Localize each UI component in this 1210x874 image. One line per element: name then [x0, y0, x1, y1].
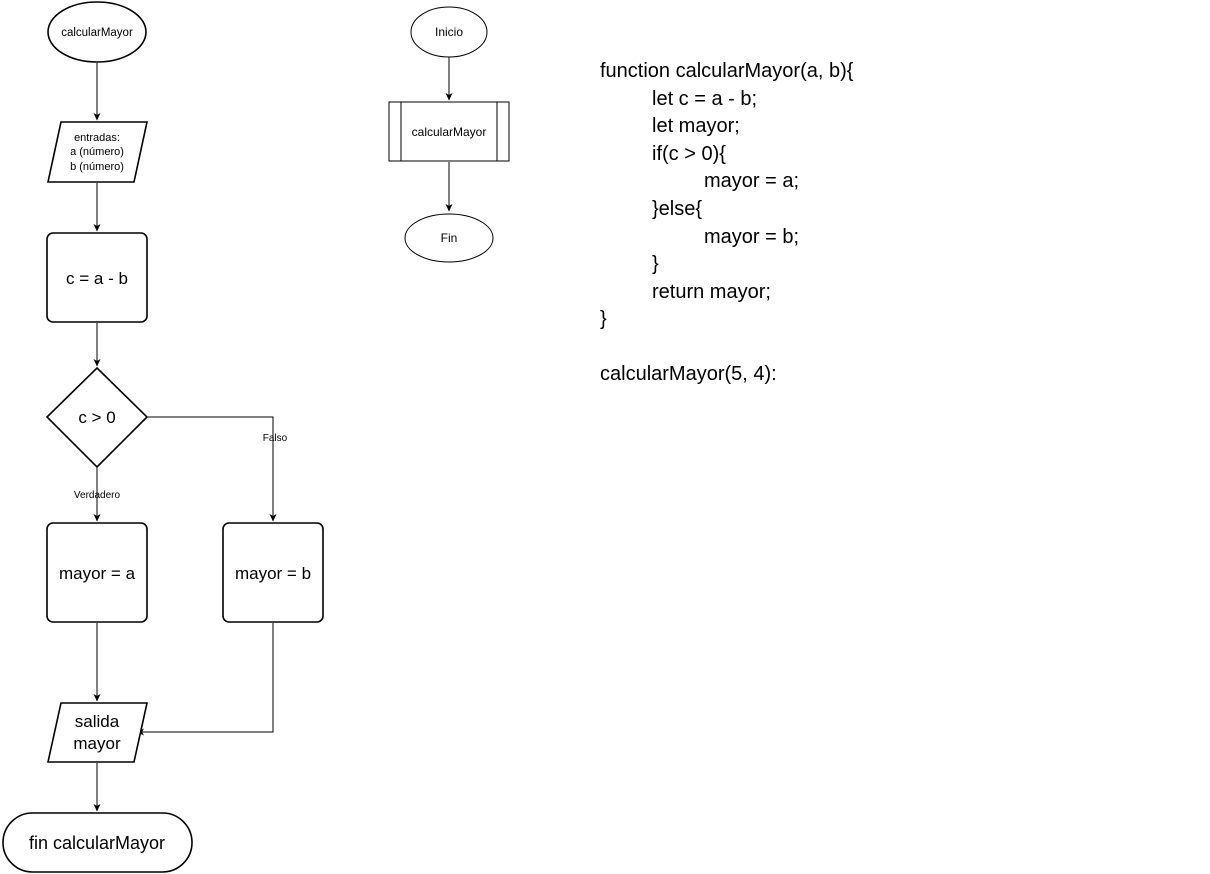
input-label-line2: a (número) — [70, 146, 124, 158]
main-flowchart: Inicio calcularMayor Fin — [388, 6, 510, 263]
inicio-terminator-label: Inicio — [435, 25, 463, 39]
output-parallelogram — [47, 702, 148, 763]
process-compute-c — [46, 232, 148, 323]
edge-assign-b-to-output — [136, 623, 274, 736]
subprocess-label: calcularMayor — [412, 125, 487, 139]
input-label-line3: b (número) — [70, 161, 124, 173]
code-block: function calcularMayor(a, b){ let c = a … — [600, 58, 853, 334]
output-label-line2: mayor — [73, 734, 121, 753]
process-assign-a-label: mayor = a — [59, 564, 136, 583]
calcular-mayor-flowchart: calcularMayor entradas: a (número) b (nú… — [2, 1, 324, 873]
process-assign-a — [46, 522, 148, 623]
code-line-function-signature: function calcularMayor(a, b){ — [600, 60, 854, 82]
code-line-else: }else{ — [652, 197, 703, 220]
fin-terminator-label: Fin — [441, 231, 458, 245]
code-line-assign-b: mayor = b; — [704, 225, 800, 248]
inicio-terminator — [410, 6, 488, 58]
decision-diamond — [45, 366, 149, 469]
end-terminator-label: fin calcularMayor — [29, 833, 165, 853]
input-label-line1: entradas: — [74, 132, 120, 144]
code-line-close-if: } — [652, 253, 659, 276]
code-line-return: return mayor; — [652, 280, 771, 303]
code-line-if: if(c > 0){ — [652, 142, 726, 165]
fin-terminator — [404, 213, 494, 263]
start-terminator — [47, 1, 147, 63]
true-branch-label: Verdadero — [74, 490, 121, 501]
input-parallelogram — [47, 121, 148, 183]
end-terminator — [2, 812, 193, 873]
start-terminator-label: calcularMayor — [61, 27, 133, 39]
code-line-close-function: } — [600, 308, 607, 331]
false-branch-label: Falso — [263, 433, 288, 444]
edge-decision-false-branch — [148, 416, 277, 522]
code-line-let-c: let c = a - b; — [652, 87, 758, 110]
code-line-let-mayor: let mayor; — [652, 115, 740, 138]
decision-label: c > 0 — [78, 408, 115, 427]
process-compute-c-label: c = a - b — [66, 269, 128, 288]
output-label-line1: salida — [75, 712, 120, 731]
code-line-assign-a: mayor = a; — [704, 170, 800, 193]
process-assign-b-label: mayor = b — [235, 564, 311, 583]
subprocess-box — [388, 101, 510, 162]
process-assign-b — [222, 522, 324, 623]
code-function-call: calcularMayor(5, 4): — [600, 363, 777, 385]
